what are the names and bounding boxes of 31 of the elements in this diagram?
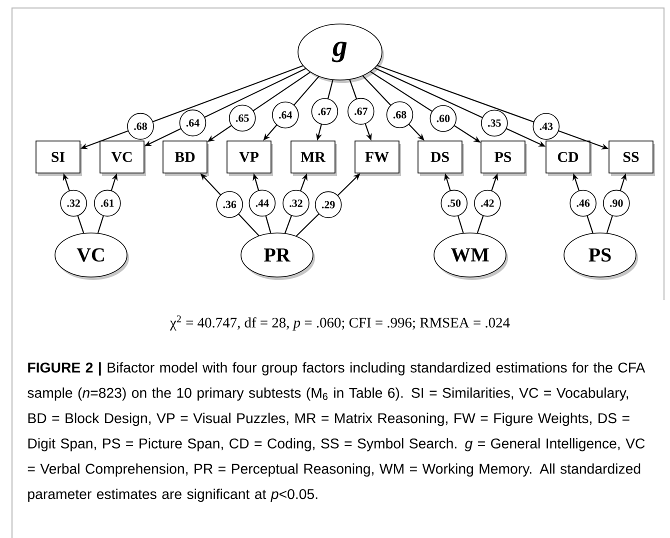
edge-label: .42 [474, 190, 501, 217]
edge-label: .32 [282, 190, 310, 217]
edge-label: .50 [440, 190, 468, 217]
edge-label: .68 [127, 112, 154, 140]
edge-label: .36 [216, 191, 243, 218]
edge-label: .90 [603, 190, 630, 217]
edge-label: .64 [272, 102, 299, 128]
subtest-box: SI [36, 140, 82, 176]
edge-label: .29 [314, 191, 342, 218]
edge-label: .64 [179, 110, 206, 136]
edge-label: .67 [311, 98, 338, 125]
edge-label: .32 [60, 190, 87, 217]
edge-label: .61 [94, 190, 121, 217]
edge-label: .46 [570, 190, 596, 217]
edge-label: .68 [386, 101, 414, 128]
caption: FIGURE 2 | Bifactor model with four group factors including standardized estimations for the CFA sample (n=823) on the 10 primary subtests (M$_{6}$ in Table 6). SI = Similarities, VC = Vocabulary, BD = Block Design, VP = Visual Puzzles, MR = Matrix Reasoning, FW = Figure Weights, DS = Digit Span, PS = Picture Span, CD = Coding, SS = Symbol Search. g = General Intelligence, VC = Verbal Comprehension, PR = Perceptual Reasoning, WM = Working Memory. All standardized parameter estimates are significant at p<0.05. [28, 362, 646, 502]
subtest-box: SS [608, 140, 655, 176]
edge-label: .65 [228, 104, 256, 132]
edge-label: .35 [481, 110, 508, 137]
subtest-box: DS [418, 140, 464, 176]
subtest-box: PS [480, 140, 527, 176]
subtest-box: BD [162, 140, 209, 176]
edge-label: .67 [348, 98, 374, 125]
edge-label: .43 [532, 113, 560, 140]
subtest-box: VP [226, 140, 273, 176]
edge-label: .44 [248, 190, 276, 217]
fit-statistics: χ$^{2}$ = 40.747, df = 28, p = .060; CFI = .996; RMSEA = .024 [170, 316, 510, 330]
subtest-box: MR [290, 140, 337, 176]
subtest-box: FW [354, 140, 401, 176]
subtest-box: CD [546, 140, 592, 176]
edge-label: .60 [430, 105, 457, 132]
